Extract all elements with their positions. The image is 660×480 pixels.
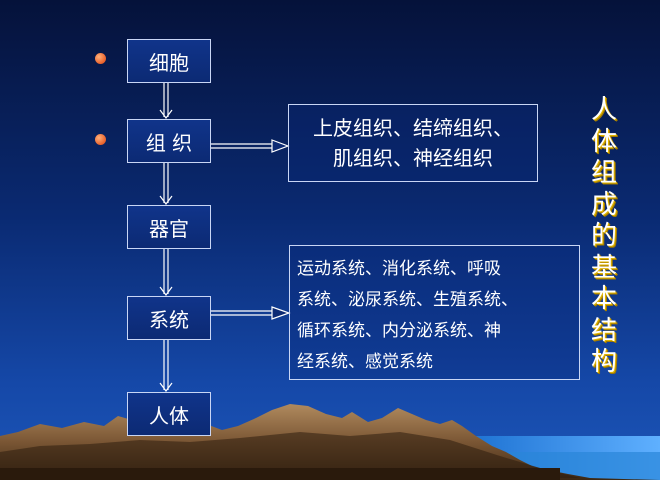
node-body: 人体	[127, 392, 211, 436]
ground	[0, 468, 560, 480]
arrow-cell-to-tissue	[159, 83, 173, 119]
tissue-types-line-2: 肌组织、神经组织	[333, 146, 493, 170]
arrow-system-to-body	[159, 340, 173, 392]
node-cell-label: 细胞	[149, 50, 189, 75]
node-body-label: 人体	[149, 403, 189, 428]
system-list-line-3: 循环系统、内分泌系统、神	[297, 321, 501, 341]
arrow-tissue-to-organ	[159, 163, 173, 205]
tissue-types-line-1: 上皮组织、结缔组织、	[313, 116, 513, 140]
node-cell: 细胞	[127, 39, 211, 83]
node-organ: 器官	[127, 205, 211, 249]
node-system: 系统	[127, 296, 211, 340]
node-system-label: 系统	[149, 307, 189, 332]
node-tissue-label: 组 织	[145, 130, 193, 155]
tissue-types-box: 上皮组织、结缔组织、 肌组织、神经组织	[288, 104, 538, 182]
arrow-organ-to-system	[159, 249, 173, 296]
system-list-line-4: 经系统、感觉系统	[297, 352, 433, 372]
arrow-tissue-to-types	[211, 139, 290, 153]
system-list-box: 运动系统、消化系统、呼吸 系统、泌尿系统、生殖系统、 循环系统、内分泌系统、神 …	[289, 245, 580, 380]
system-list-line-2: 系统、泌尿系统、生殖系统、	[297, 290, 518, 310]
horizontal-arrows	[211, 139, 291, 320]
bullet-dot-1	[95, 53, 106, 64]
system-list-line-1: 运动系统、消化系统、呼吸	[297, 259, 501, 279]
node-tissue: 组 织	[127, 119, 211, 163]
vertical-title: 人体组成的基本结构	[590, 95, 617, 377]
bullet-dot-2	[95, 134, 106, 145]
vertical-arrows	[159, 83, 173, 392]
node-organ-label: 器官	[149, 216, 189, 241]
arrow-system-to-list	[211, 306, 291, 320]
